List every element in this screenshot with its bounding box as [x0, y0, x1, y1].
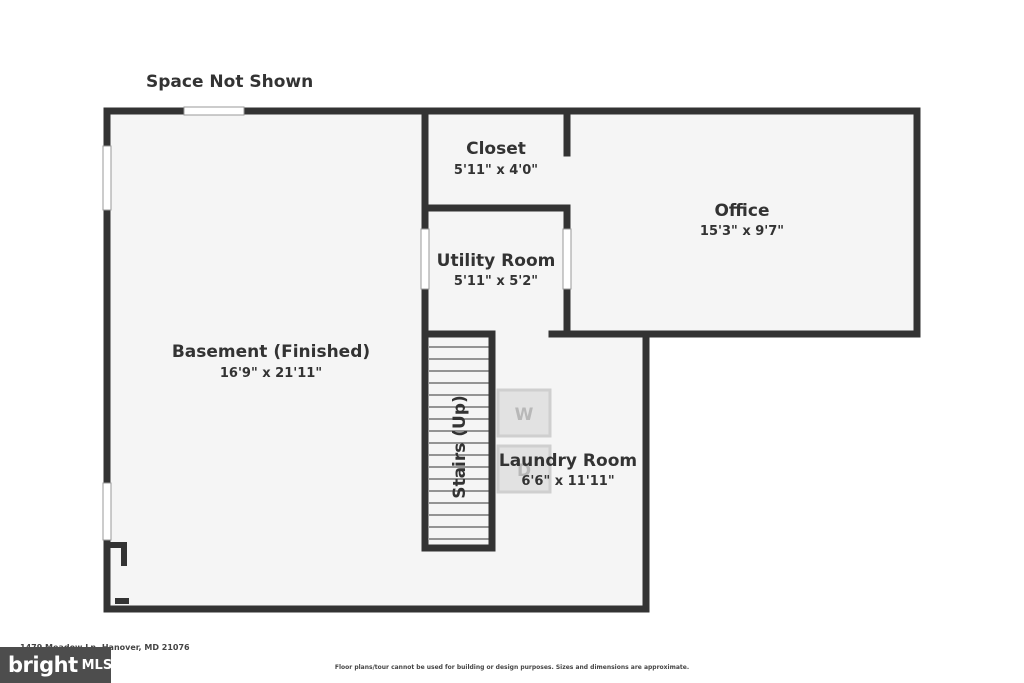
- dryer: D: [496, 444, 552, 494]
- utility-window-left: [420, 228, 430, 290]
- utility-window-right: [562, 228, 572, 290]
- washer: W: [496, 388, 552, 438]
- office-name: Office: [714, 201, 769, 221]
- closet-dims: 5'11" x 4'0": [454, 163, 538, 178]
- stairs-label: Stairs (Up): [450, 395, 470, 499]
- space-not-shown-label: Space Not Shown: [146, 72, 313, 92]
- bright-mls-logo: bright MLS: [0, 647, 113, 683]
- stair-treads: [429, 346, 489, 540]
- utility-name: Utility Room: [437, 251, 556, 271]
- corner-jog: [104, 542, 129, 604]
- office-dims: 15'3" x 9'7": [700, 224, 784, 239]
- window-top: [183, 106, 245, 116]
- dryer-label: D: [517, 461, 531, 481]
- outer-walls: [103, 107, 921, 613]
- laundry-dims: 6'6" x 11'11": [521, 474, 614, 489]
- logo-suffix: MLS: [81, 657, 113, 673]
- basement-name: Basement (Finished): [172, 342, 370, 362]
- logo-brand: bright: [8, 653, 78, 677]
- laundry-name: Laundry Room: [499, 451, 637, 471]
- floor-area: [107, 111, 917, 609]
- interior-walls: [421, 107, 571, 552]
- washer-label: W: [515, 405, 534, 425]
- closet-name: Closet: [466, 139, 526, 159]
- window-left-upper: [102, 145, 112, 211]
- utility-dims: 5'11" x 5'2": [454, 274, 538, 289]
- disclaimer-text: Floor plans/tour cannot be used for buil…: [334, 664, 690, 671]
- windows: [102, 106, 245, 541]
- window-left-lower: [102, 482, 112, 541]
- basement-dims: 16'9" x 21'11": [220, 366, 322, 381]
